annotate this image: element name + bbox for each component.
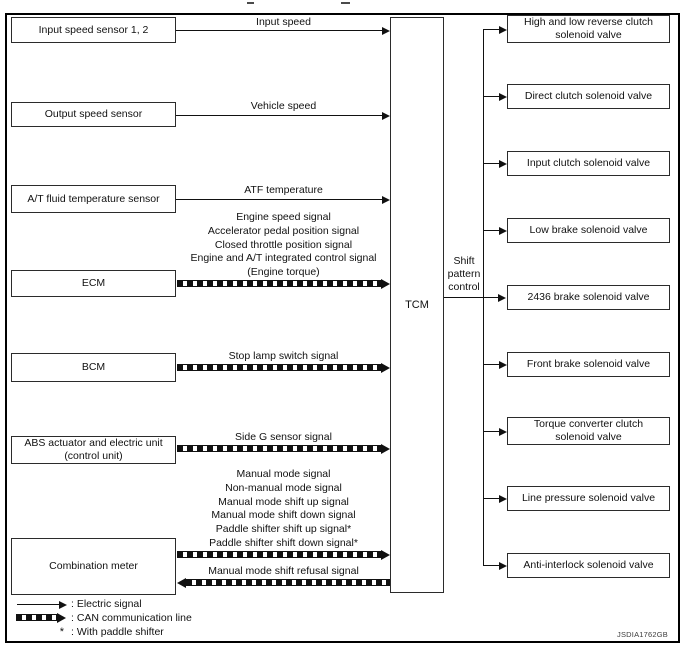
output-node-front-brake: Front brake solenoid valve <box>507 352 670 377</box>
shift-pattern-control-label: Shift pattern control <box>447 255 481 293</box>
clipped-print-artifact <box>247 2 254 4</box>
diagram-border <box>5 13 680 643</box>
input-node-at-fluid-temp-sensor: A/T fluid temperature sensor <box>11 185 176 213</box>
output-branch-arrow <box>483 360 507 369</box>
signal-label: Side G sensor signal <box>235 431 332 443</box>
can-line-legend-icon <box>16 614 57 621</box>
output-node-direct-clutch: Direct clutch solenoid valve <box>507 84 670 109</box>
output-branch-arrow <box>483 427 507 436</box>
can-signal-arrow <box>177 364 381 371</box>
output-node-input-clutch: Input clutch solenoid valve <box>507 151 670 176</box>
legend-can-label: : CAN communication line <box>71 612 192 624</box>
input-node-ecm: ECM <box>11 270 176 297</box>
clipped-print-artifact <box>341 2 350 4</box>
legend-asterisk-label: : With paddle shifter <box>71 626 164 638</box>
output-node-high-low-reverse-clutch: High and low reverse clutch solenoid val… <box>507 15 670 43</box>
input-node-output-speed-sensor: Output speed sensor <box>11 102 176 127</box>
electric-signal-legend-icon <box>17 600 67 609</box>
output-branch-line <box>483 29 484 565</box>
output-node-anti-interlock: Anti-interlock solenoid valve <box>507 553 670 578</box>
electric-signal-arrow <box>176 195 390 204</box>
tcm-box: TCM <box>390 17 444 593</box>
input-node-input-speed-sensor: Input speed sensor 1, 2 <box>11 17 176 43</box>
can-signal-arrow <box>177 551 381 558</box>
input-node-bcm: BCM <box>11 353 176 382</box>
input-node-abs-actuator: ABS actuator and electric unit (control … <box>11 436 176 464</box>
electric-signal-arrow <box>176 26 390 35</box>
signal-label: Manual mode signal Non-manual mode signa… <box>209 468 358 549</box>
asterisk-symbol: * <box>59 626 64 638</box>
output-branch-arrow <box>483 494 507 503</box>
can-signal-arrow <box>177 445 381 452</box>
output-node-2436-brake: 2436 brake solenoid valve <box>507 285 670 310</box>
tcm-output-feed-arrow <box>444 293 506 302</box>
output-node-line-pressure: Line pressure solenoid valve <box>507 486 670 511</box>
signal-label: Input speed <box>256 16 311 28</box>
output-node-torque-converter-clutch: Torque converter clutch solenoid valve <box>507 417 670 445</box>
output-branch-arrow <box>483 159 507 168</box>
signal-label: ATF temperature <box>244 184 323 196</box>
output-branch-arrow <box>483 25 507 34</box>
signal-label: Stop lamp switch signal <box>228 350 339 362</box>
electric-signal-arrow <box>176 111 390 120</box>
signal-label: Vehicle speed <box>250 100 317 112</box>
can-signal-arrow <box>177 280 381 287</box>
input-node-combination-meter: Combination meter <box>11 538 176 595</box>
figure-id: JSDIA1762GB <box>617 630 668 639</box>
output-branch-arrow <box>483 226 507 235</box>
output-branch-arrow <box>483 92 507 101</box>
output-branch-arrow <box>483 561 507 570</box>
signal-label: Engine speed signal Accelerator pedal po… <box>190 211 377 279</box>
legend-electric-label: : Electric signal <box>71 598 142 610</box>
can-signal-arrow-return <box>186 579 390 586</box>
signal-label: Manual mode shift refusal signal <box>208 565 359 577</box>
output-node-low-brake: Low brake solenoid valve <box>507 218 670 243</box>
